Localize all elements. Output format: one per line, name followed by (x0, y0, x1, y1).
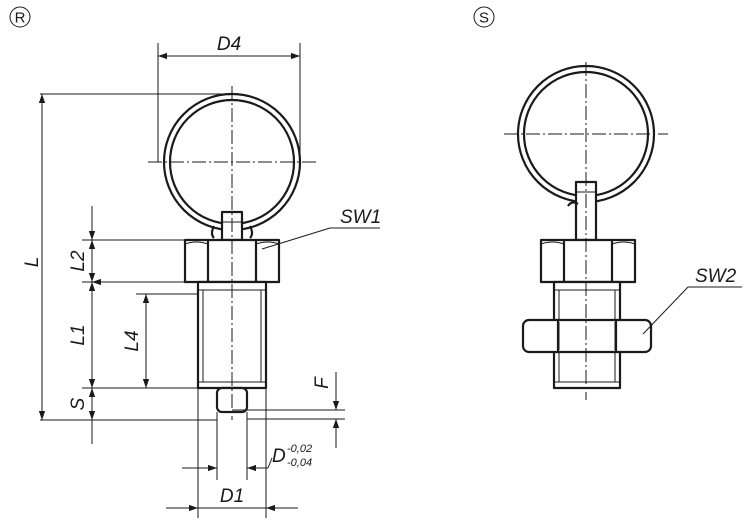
dim-l1-label: L1 (68, 324, 89, 345)
dim-d-label: D (272, 446, 286, 467)
dim-d-tol-upper: -0,02 (287, 443, 312, 455)
view-r-marker: R (9, 6, 31, 28)
view-s-marker: S (473, 6, 495, 28)
dim-d1-label: D1 (220, 486, 244, 507)
dim-sw1-label: SW1 (340, 207, 381, 228)
dim-l2-label: L2 (68, 250, 89, 272)
dim-l-label: L (22, 257, 43, 268)
dim-sw2-label: SW2 (695, 266, 737, 287)
dim-f-label: F (312, 376, 333, 389)
hex-collar-s (539, 238, 637, 284)
dim-s-label: S (68, 397, 89, 410)
threaded-body (196, 280, 268, 390)
view-s-marker-label: S (479, 10, 489, 27)
dim-l4-label: L4 (122, 330, 143, 351)
view-r-marker-label: R (15, 10, 26, 27)
dim-d-tol-lower: -0,04 (287, 457, 312, 469)
lock-nut (521, 318, 653, 354)
dim-d4-label: D4 (217, 34, 241, 55)
view-r: R (9, 6, 381, 518)
view-s: S (473, 6, 742, 400)
